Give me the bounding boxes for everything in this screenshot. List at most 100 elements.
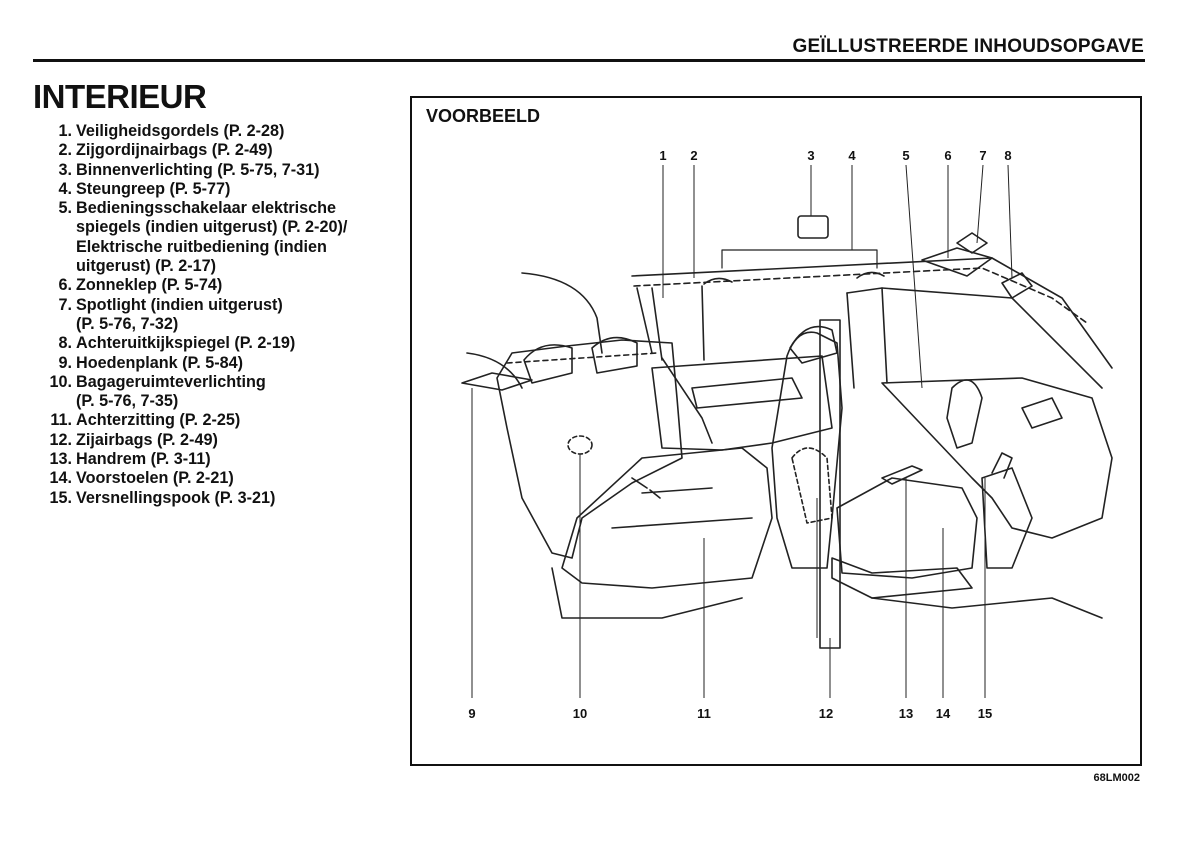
- index-item: 13.Handrem (P. 3-11): [38, 450, 383, 469]
- rear-seatbelt: [661, 357, 713, 444]
- rear-buckle: [631, 477, 661, 499]
- sun-visor: [921, 247, 993, 277]
- callout-1: 1: [659, 148, 666, 163]
- callout-6: 6: [944, 148, 951, 163]
- rear-pillar: [521, 272, 603, 354]
- grab-handle-left: [703, 277, 733, 285]
- index-number: 10.: [49, 372, 72, 391]
- callout-5: 5: [902, 148, 909, 163]
- index-text: Achterzitting (P. 2-25): [76, 411, 241, 430]
- rear-headrest-left: [523, 344, 573, 384]
- section-title: INTERIEUR: [33, 78, 207, 115]
- index-number: 9.: [58, 353, 72, 372]
- spot-light: [956, 232, 988, 254]
- index-item: 15.Versnellingspook (P. 3-21): [38, 489, 383, 508]
- index-number: 3.: [58, 160, 72, 179]
- floor-line: [551, 567, 1103, 619]
- callout-15: 15: [978, 706, 992, 721]
- leader-lines: [471, 164, 1013, 698]
- callout-11: 11: [697, 706, 711, 721]
- index-number: 2.: [58, 141, 72, 160]
- center-console: [981, 467, 1033, 569]
- index-text: Zijgordijnairbags (P. 2-49): [76, 141, 273, 160]
- roof-airbag-dashed: [633, 267, 1088, 324]
- index-number: 14.: [49, 469, 72, 488]
- index-text: Zijairbags (P. 2-49): [76, 430, 218, 449]
- figure-code: 68LM002: [1093, 772, 1140, 784]
- index-text: Hoedenplank (P. 5-84): [76, 353, 244, 372]
- index-number: 7.: [58, 295, 72, 314]
- index-text: Voorstoelen (P. 2-21): [76, 469, 234, 488]
- rear-view-mirror: [1001, 272, 1033, 299]
- index-text: Veiligheidsgordels (P. 2-28): [76, 122, 285, 140]
- index-number: 13.: [49, 450, 72, 469]
- rear-seat-cushion: [561, 447, 773, 589]
- callout-2: 2: [690, 148, 697, 163]
- index-item: 6.Zonneklep (P. 5-74): [38, 276, 383, 295]
- steering-wheel: [946, 379, 983, 449]
- front-seat-airbag-dashed: [791, 447, 833, 524]
- roof-outline: [631, 257, 1113, 369]
- index-item: 10.Bagageruimteverlichting (P. 5-76, 7-3…: [38, 373, 383, 412]
- rear-door-panel: [651, 355, 833, 451]
- index-item: 1.Veiligheidsgordels (P. 2-28): [38, 122, 383, 141]
- handle-bracket: [721, 249, 878, 269]
- callout-4: 4: [848, 148, 856, 163]
- callout-14: 14: [936, 706, 951, 721]
- index-item: 7.Spotlight (indien uitgerust) (P. 5-76,…: [38, 296, 383, 335]
- rear-headrest-right: [591, 336, 638, 374]
- front-seat-cushion: [836, 477, 978, 579]
- index-number: 12.: [49, 430, 72, 449]
- index-item: 5.Bedieningsschakelaar elektrische spieg…: [38, 199, 383, 276]
- index-text: Versnellingspook (P. 3-21): [76, 488, 276, 507]
- index-item: 4.Steungreep (P. 5-77): [38, 180, 383, 199]
- index-item: 8.Achteruitkijkspiegel (P. 2-19): [38, 334, 383, 353]
- index-text: Steungreep (P. 5-77): [76, 179, 231, 198]
- leader-line-8: [1007, 164, 1013, 279]
- index-number: 15.: [49, 488, 72, 507]
- header-rule: [33, 59, 1145, 62]
- callout-12: 12: [819, 706, 833, 721]
- callout-13: 13: [899, 706, 913, 721]
- vent-grille: [1021, 397, 1063, 429]
- index-list: 1.Veiligheidsgordels (P. 2-28) 2.Zijgord…: [38, 122, 383, 508]
- index-item: 9.Hoedenplank (P. 5-84): [38, 354, 383, 373]
- leader-line-7: [976, 164, 984, 244]
- windshield-frame: [846, 287, 1103, 389]
- dashboard: [881, 377, 1113, 539]
- leader-line-5: [905, 164, 923, 389]
- index-number: 1.: [58, 122, 72, 140]
- index-item: 14.Voorstoelen (P. 2-21): [38, 469, 383, 488]
- grab-handle-right: [856, 271, 885, 279]
- rear-seat-back: [496, 339, 683, 559]
- index-item: 3.Binnenverlichting (P. 5-75, 7-31): [38, 161, 383, 180]
- b-pillar: [819, 319, 841, 649]
- index-item: 11.Achterzitting (P. 2-25): [38, 411, 383, 430]
- rear-pillar-inner: [466, 352, 523, 389]
- index-text: Bedieningsschakelaar elektrische spiegel…: [76, 199, 348, 276]
- door-armrest: [691, 377, 803, 409]
- index-text: Zonneklep (P. 5-74): [76, 276, 223, 295]
- callout-10: 10: [573, 706, 587, 721]
- index-number: 4.: [58, 179, 72, 198]
- rear-cushion-seam: [611, 487, 753, 529]
- index-number: 8.: [58, 334, 72, 353]
- callout-8: 8: [1004, 148, 1011, 163]
- rear-window-frame: [636, 285, 705, 361]
- front-headrest: [789, 325, 838, 364]
- a-pillar: [846, 287, 888, 389]
- index-item: 12.Zijairbags (P. 2-49): [38, 431, 383, 450]
- index-number: 11.: [50, 411, 72, 430]
- handbrake: [881, 465, 923, 485]
- callout-9: 9: [468, 706, 475, 721]
- front-seat-back: [771, 331, 843, 569]
- interior-illustration: 1 2 3 4 5 6 7 8 9 10 11 12 13 14 15: [461, 148, 1113, 721]
- index-text: Handrem (P. 3-11): [76, 450, 211, 469]
- front-seat-runner: [831, 557, 973, 599]
- index-item: 2.Zijgordijnairbags (P. 2-49): [38, 141, 383, 160]
- figure-caption: VOORBEELD: [426, 106, 541, 126]
- parcel-shelf: [461, 372, 533, 391]
- callout-7: 7: [979, 148, 986, 163]
- index-text: Achteruitkijkspiegel (P. 2-19): [76, 334, 296, 353]
- figure-box: 1 2 3 4 5 6 7 8 9 10 11 12 13 14 15 VOOR…: [410, 96, 1142, 766]
